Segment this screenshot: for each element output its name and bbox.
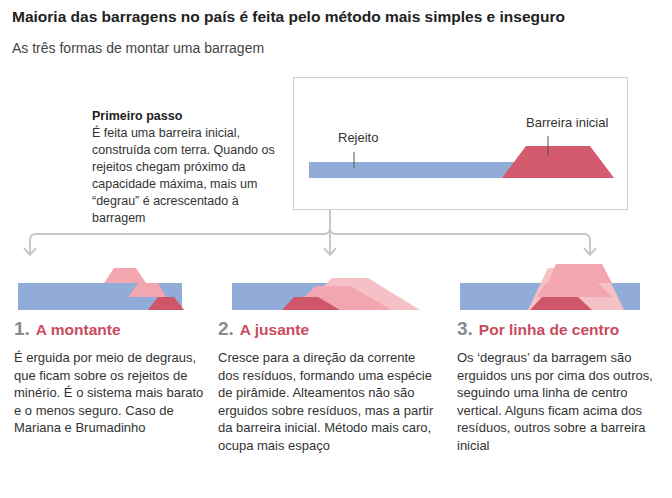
- chart-title: Maioria das barragens no país é feita pe…: [12, 8, 662, 26]
- flow-arrow: [330, 210, 596, 255]
- part-label: Barreira inicial: [526, 115, 608, 130]
- arrow-head: [584, 248, 596, 255]
- leader-line: [548, 136, 549, 156]
- method-column: 1. A montante É erguida por meio de degrau…: [14, 256, 206, 437]
- downstream-dam: [232, 278, 420, 310]
- centerline-dam: [460, 264, 640, 310]
- method-column: 3. Por linha de centro Os ‘degraus’ da bar…: [457, 256, 655, 454]
- method-heading: 2. A jusante: [218, 318, 436, 341]
- method-number: 3.: [457, 318, 473, 339]
- arrow-head: [324, 248, 336, 255]
- method-name: Por linha de centro: [479, 321, 619, 338]
- initial-barrier: [502, 146, 614, 178]
- subtitle: As três formas de montar uma barragem: [12, 40, 612, 56]
- method-description: Os ‘degraus’ da barragem são erguidos un…: [457, 349, 655, 454]
- leader-line: [354, 152, 355, 168]
- first-step-box: Rejeito Barreira inicial: [293, 77, 628, 210]
- method-description: É erguida por meio de degraus, que ficam…: [14, 349, 206, 437]
- method-number: 2.: [218, 318, 234, 339]
- method-heading: 1. A montante: [14, 318, 206, 341]
- arrow-line: [330, 210, 590, 255]
- tailings: [309, 162, 524, 178]
- part-label: Rejeito: [338, 130, 378, 145]
- method-heading: 3. Por linha de centro: [457, 318, 655, 341]
- arrow-line: [30, 210, 330, 255]
- method-name: A jusante: [240, 321, 309, 338]
- method-description: Cresce para a direção da corrente dos re…: [218, 349, 436, 454]
- step-note: Primeiro passoÉ feita uma barreira inici…: [92, 108, 282, 227]
- upstream-dam: [18, 268, 184, 310]
- method-name: A montante: [36, 321, 121, 338]
- arrow-head: [24, 248, 36, 255]
- method-number: 1.: [14, 318, 30, 339]
- step-body: É feita uma barreira inicial, construída…: [92, 125, 282, 227]
- step-heading: Primeiro passo: [92, 108, 282, 125]
- flow-arrow: [24, 210, 330, 255]
- method-column: 2. A jusanteCresce para a direção da corr…: [218, 256, 436, 454]
